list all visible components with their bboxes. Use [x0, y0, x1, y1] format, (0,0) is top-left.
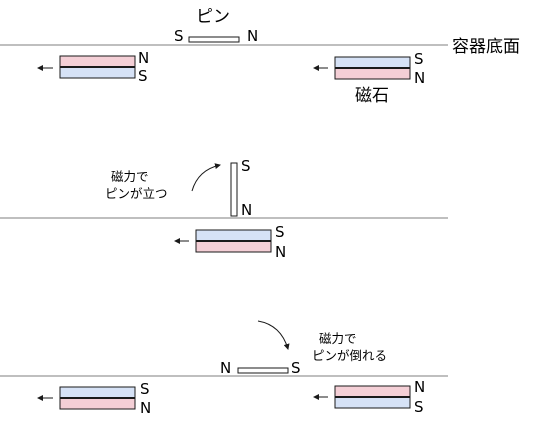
pin-label: ピン	[196, 7, 230, 27]
magnet-left-bottom-pole: N	[140, 399, 151, 417]
magnet-left	[59, 386, 136, 410]
note-fall-line1: 磁力で	[319, 331, 357, 346]
fall-curve-arrow	[257, 320, 290, 350]
magnet-left-top-pole: S	[140, 380, 150, 398]
pin-bottom-pole: N	[241, 201, 252, 219]
stand-curve-arrow	[191, 163, 221, 192]
note-stand-line1: 磁力で	[111, 169, 149, 184]
magnet-right-top-pole: S	[414, 50, 424, 68]
south-half	[59, 66, 136, 79]
north-half	[195, 240, 272, 253]
magnet-left	[59, 55, 136, 79]
pin-top-pole: S	[241, 157, 251, 175]
magnet-right-bottom-pole: S	[414, 398, 424, 416]
north-half	[334, 67, 411, 80]
south-half	[59, 386, 136, 399]
north-half	[334, 385, 411, 398]
pin-right-pole: N	[247, 27, 258, 45]
pin	[188, 36, 240, 43]
south-half	[195, 229, 272, 242]
magnet-center	[195, 229, 272, 253]
panel-pin-falls: 磁力で ピンが倒れる N S S N N S	[0, 320, 448, 417]
magnet-left-top-pole: N	[138, 49, 149, 67]
magnet-right-top-pole: N	[414, 378, 425, 396]
magnet-left-bottom-pole: S	[138, 67, 148, 85]
north-half	[59, 55, 136, 68]
south-half	[334, 56, 411, 69]
container-bottom-label: 容器底面	[452, 37, 520, 57]
north-half	[59, 397, 136, 410]
pin-right-pole: S	[291, 359, 301, 377]
pin-left-pole: N	[220, 359, 231, 377]
panel-initial: 容器底面 ピン S N N S S N 磁石	[0, 7, 520, 106]
panel-pin-stands: 磁力で ピンが立つ S N S N	[0, 157, 448, 261]
magnet-right-bottom-pole: N	[414, 69, 425, 87]
note-fall-line2: ピンが倒れる	[312, 348, 387, 363]
pin-standing	[230, 162, 238, 217]
magnet-center-top-pole: S	[275, 223, 285, 241]
magnet-center-bottom-pole: N	[275, 243, 286, 261]
pin-left-pole: S	[174, 27, 184, 45]
pin-fallen	[237, 367, 289, 374]
magnet-right	[334, 56, 411, 80]
south-half	[334, 396, 411, 409]
note-stand-line2: ピンが立つ	[105, 186, 168, 201]
magnet-label: 磁石	[355, 86, 389, 106]
magnet-right	[334, 385, 411, 409]
